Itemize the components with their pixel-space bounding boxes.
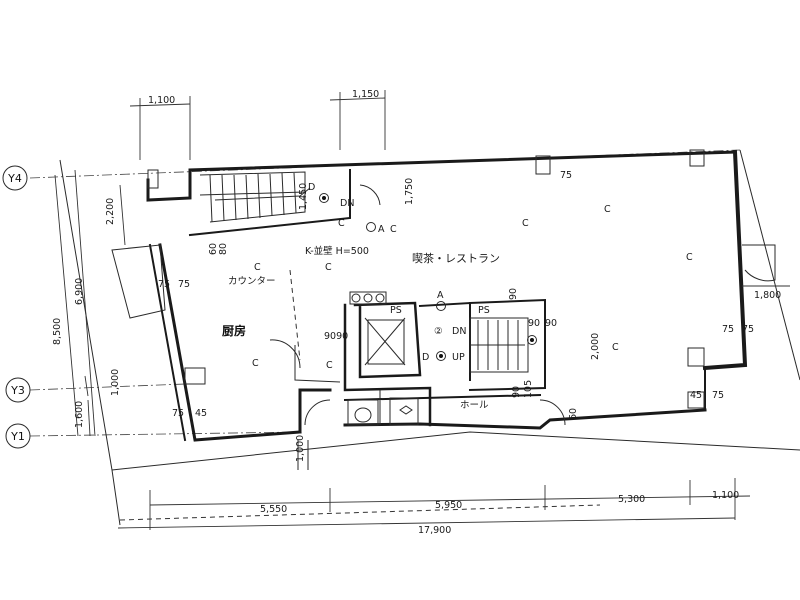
- a-marker: A: [378, 224, 385, 235]
- dim-45-a: 45: [195, 408, 207, 419]
- dim-90-b: 90: [528, 318, 540, 329]
- room-label-counter: カウンター: [228, 276, 276, 287]
- door-right: [742, 244, 776, 282]
- dim-top-left: 1,100: [148, 95, 175, 106]
- a-markers: A A: [366, 222, 446, 311]
- c-marker: C: [254, 262, 261, 273]
- c-marker: C: [612, 342, 619, 353]
- dim-left-1600: 1,600: [74, 401, 85, 428]
- dim-45-b: 45: [690, 390, 702, 401]
- c-marker: C: [604, 204, 611, 215]
- core-d-label: D: [422, 352, 429, 363]
- dim-bottom-5950: 5,950: [435, 500, 462, 511]
- axis-y4: Y4: [2, 165, 28, 191]
- exit-door: [304, 399, 331, 426]
- room-label-hall: ホール: [460, 400, 489, 411]
- dim-80: 80: [218, 243, 229, 255]
- c-marker: C: [326, 360, 333, 371]
- dim-90-d: 90: [511, 386, 522, 398]
- dimensions-left: 2,200 6,900 8,500 1,000 1,600: [52, 169, 126, 437]
- axis-y3-label: Y3: [10, 384, 25, 397]
- core-equipment-marker: [436, 351, 446, 361]
- pipe-shafts: [349, 291, 387, 305]
- axis-y3: Y3: [5, 377, 31, 403]
- dimensions-bottom: 5,550 5,950 5,300 1,100 17,900: [117, 478, 751, 536]
- core-equipment-marker-2: [527, 335, 537, 345]
- dim-bottom-5300: 5,300: [618, 494, 645, 505]
- kitchen-door: [269, 339, 301, 369]
- dim-left-2200: 2,200: [105, 198, 116, 225]
- c-marker: C: [390, 224, 397, 235]
- stair-d-label: D: [308, 182, 315, 193]
- dim-bottom-total: 17,900: [418, 525, 451, 536]
- axis-y1: Y1: [5, 423, 31, 449]
- dim-left-1000: 1,000: [110, 369, 121, 396]
- dim-9090: 9090: [324, 331, 348, 342]
- grid-line-bottom: [119, 504, 601, 521]
- kitchen-partition: [269, 269, 341, 470]
- stair-core: [469, 317, 529, 373]
- dim-75-a: 75: [158, 279, 170, 290]
- ceiling-markers: C C C C C C C C C C: [252, 204, 693, 371]
- dim-75-c: 75: [172, 408, 184, 419]
- c-marker: C: [325, 262, 332, 273]
- ps-label-core: PS: [478, 305, 490, 316]
- room-label-kitchen: 厨房: [222, 323, 246, 338]
- dim-105: 105: [523, 380, 534, 398]
- axis-y1-label: Y1: [10, 430, 25, 443]
- dim-75-g: 75: [560, 170, 572, 181]
- dim-1000: 1,000: [295, 435, 306, 462]
- dim-1450: 1,450: [298, 183, 309, 210]
- dim-90-c: 90: [545, 318, 557, 329]
- grid-line-y3: [29, 383, 186, 391]
- dim-1800: 1,800: [754, 290, 781, 301]
- c-marker: C: [686, 252, 693, 263]
- dim-2000: 2,000: [590, 333, 601, 360]
- c-marker: C: [522, 218, 529, 229]
- exterior-walls: [146, 149, 748, 442]
- core-number-label: ②: [434, 326, 443, 337]
- core-walls: [343, 298, 546, 427]
- core-up-label: UP: [452, 352, 465, 363]
- toilet-area: [347, 397, 419, 426]
- door-swing: [359, 184, 381, 206]
- dim-75-b: 75: [178, 279, 190, 290]
- a-marker: A: [437, 290, 444, 301]
- dim-75-d: 75: [722, 324, 734, 335]
- dim-60-b: 60: [208, 243, 219, 255]
- dim-1750: 1,750: [404, 178, 415, 205]
- stair-top-left: D DN: [188, 169, 381, 237]
- room-label-cafe: 喫茶・レストラン: [412, 252, 500, 265]
- c-marker: C: [252, 358, 259, 369]
- dim-90-a: 90: [508, 288, 519, 300]
- equipment-marker: [319, 193, 329, 203]
- columns: [147, 149, 705, 409]
- site-boundary-right: [739, 149, 800, 381]
- c-marker: C: [338, 218, 345, 229]
- dim-bottom-5550: 5,550: [260, 504, 287, 515]
- dim-60-a: 60: [568, 408, 579, 420]
- stair-dn-label: DN: [340, 198, 354, 209]
- dim-75-f: 75: [712, 390, 724, 401]
- grid-lines: [29, 149, 741, 521]
- dimensions-misc: 1,750 1,450 1,800 2,000 9090 75 75 75 45…: [158, 170, 790, 462]
- dimensions-top: 1,100 1,150: [129, 89, 386, 160]
- beam-note: K-並壁 H=500: [305, 245, 369, 257]
- axis-y4-label: Y4: [7, 172, 22, 185]
- dim-top-mid: 1,150: [352, 89, 379, 100]
- grid-line-y1: [29, 431, 301, 437]
- dim-75-e: 75: [742, 324, 754, 335]
- ps-label-ev: PS: [390, 305, 402, 316]
- dim-left-8500: 8,500: [52, 318, 63, 345]
- outdoor-unit: [111, 244, 166, 319]
- core-dn-label: DN: [452, 326, 466, 337]
- dim-bottom-1100: 1,100: [712, 490, 739, 501]
- site-boundary-bottom: [111, 431, 800, 471]
- dim-left-6900: 6,900: [74, 278, 85, 305]
- front-door: [539, 399, 566, 426]
